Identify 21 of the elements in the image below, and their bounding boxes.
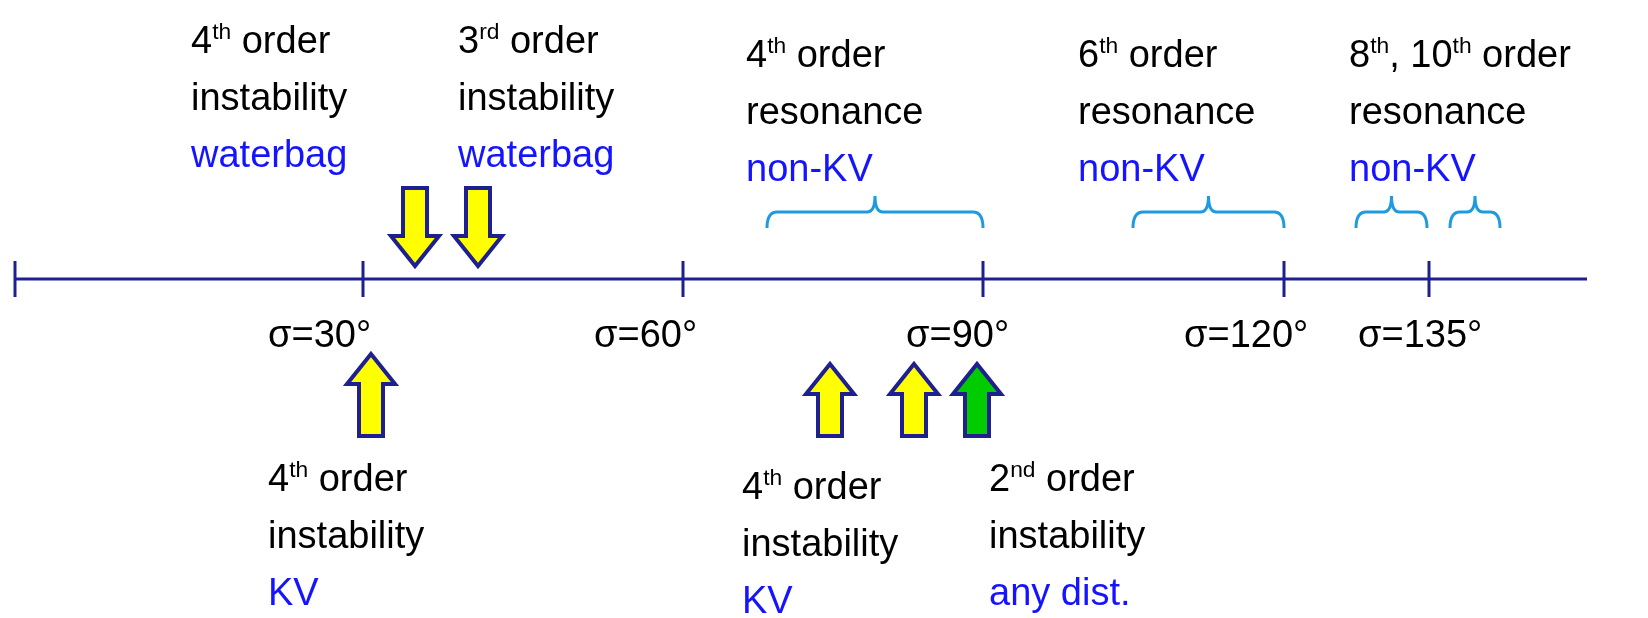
tick-label: σ=60° xyxy=(594,312,698,357)
tick-label: σ=135° xyxy=(1358,312,1483,357)
distribution-label: waterbag xyxy=(191,132,349,177)
distribution-label: non-KV xyxy=(1078,146,1206,191)
annotation-text: 2$^{nd}$ order instability xyxy=(989,455,1147,558)
annotation-text: 4$^{th}$ order instability xyxy=(268,455,426,558)
tick-label: σ=90° xyxy=(906,312,1010,357)
annotation-text: 6$^{th}$ order resonance xyxy=(1078,31,1257,134)
annotation-text: 4$^{th}$ order instability xyxy=(742,463,900,566)
tick-label: σ=30° xyxy=(268,312,372,357)
annotation-text: 4$^{th}$ order resonance xyxy=(746,31,925,134)
distribution-label: any dist. xyxy=(989,570,1132,615)
annotation-text: 8$^{th}$, 10$^{th}$ order resonance xyxy=(1349,31,1572,134)
distribution-label: KV xyxy=(742,578,794,618)
tick-label: σ=120° xyxy=(1184,312,1309,357)
distribution-label: KV xyxy=(268,570,320,615)
distribution-label: non-KV xyxy=(1349,146,1477,191)
annotation-text: 4$^{th}$ order instability xyxy=(191,17,349,120)
distribution-label: non-KV xyxy=(746,146,874,191)
annotation-text: 3$^{rd}$ order instability xyxy=(458,17,616,120)
distribution-label: waterbag xyxy=(458,132,616,177)
